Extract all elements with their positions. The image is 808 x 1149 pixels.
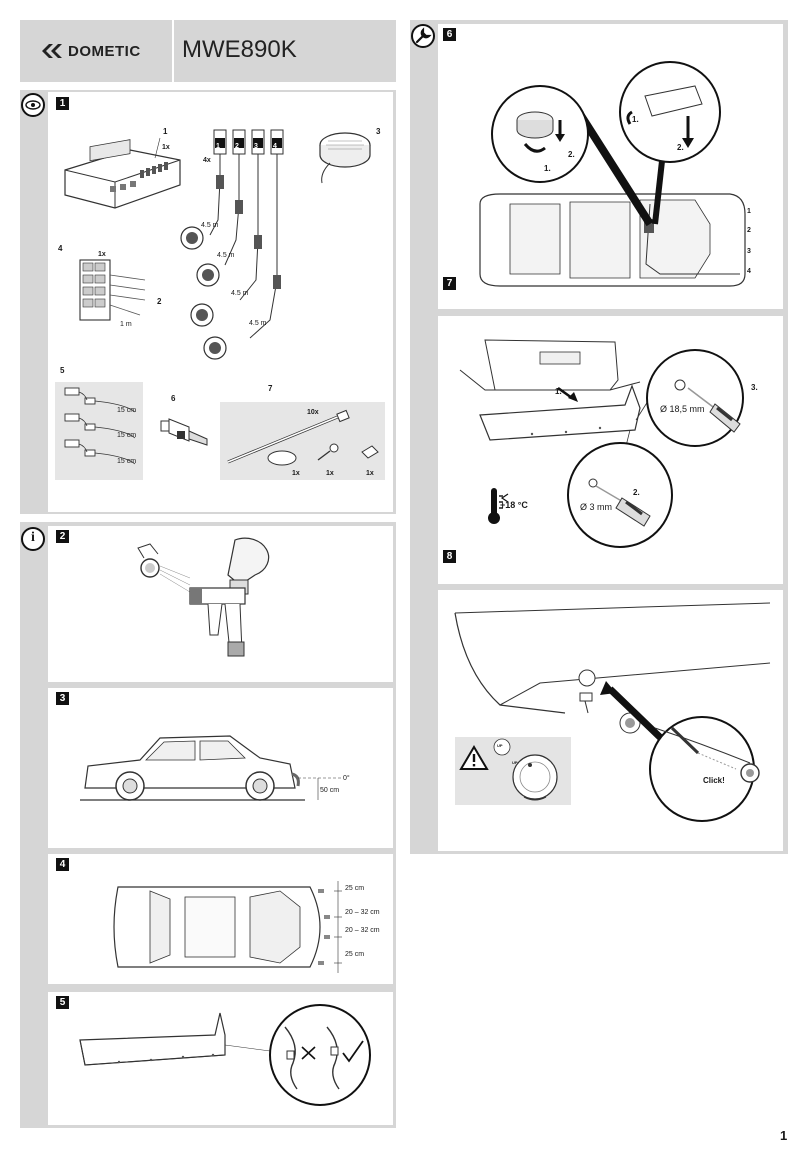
bumper-mounting-illustration (79, 1004, 371, 1106)
sensor-distance-1: 25 cm (345, 885, 365, 892)
part-2-qty: 4x (203, 157, 211, 164)
hole-diameter-small: Ø 3 mm (580, 502, 613, 512)
part-7-qty-a: 1x (292, 470, 300, 477)
sensor-cable-set-illustration (180, 129, 284, 360)
cable-length-d: 4.5 m (249, 320, 267, 327)
car-top-view-illustration (113, 881, 342, 973)
fig6-step-2: 2. (568, 150, 575, 159)
warning-triangle-icon (459, 745, 489, 770)
part-5-number: 5 (60, 366, 65, 375)
step-number-3: 3 (56, 692, 69, 705)
fig7-step-1: 1. (555, 387, 562, 396)
sensor-distance-2: 20 – 32 cm (345, 909, 380, 916)
dometic-logo-icon (42, 44, 62, 58)
sensor-distance-4: 25 cm (345, 951, 365, 958)
part-7-box (220, 402, 385, 480)
car-side-view-illustration (80, 735, 342, 801)
fig6-step-1b: 1. (632, 115, 639, 124)
fig6-step-1: 1. (544, 164, 551, 173)
part-7-qty-c: 1x (366, 470, 374, 477)
brand-header-box: DOMETIC (20, 20, 172, 82)
fig7-step-3: 3. (751, 383, 758, 392)
step-number-5: 5 (56, 996, 69, 1009)
model-header-box: MWE890K (174, 20, 396, 82)
cable-length-c: 4.5 m (231, 290, 249, 297)
step-number-6: 6 (443, 28, 456, 41)
page-number: 1 (780, 1128, 788, 1143)
cable-length-b: 4.5 m (217, 252, 235, 259)
route-label-1: 1 (747, 208, 751, 215)
eye-icon (21, 93, 45, 117)
plug-label-4: 4 (273, 143, 277, 150)
click-label: Click! (703, 776, 725, 785)
part-7-ties-qty: 10x (307, 409, 319, 416)
part-1-number: 1 (163, 127, 168, 136)
step-number-2: 2 (56, 530, 69, 543)
connector-block-illustration (79, 259, 146, 321)
sensor-insertion-illustration (454, 602, 771, 822)
step-number-4: 4 (56, 858, 69, 871)
plug-label-3: 3 (254, 143, 258, 150)
sensor-height-label: 50 cm (320, 787, 340, 794)
part-3-number: 3 (376, 127, 381, 136)
fig6-step-2b: 2. (677, 143, 684, 152)
unit-installation-illustration (479, 61, 746, 287)
extension-cable-illustration (64, 387, 136, 465)
step-number-8: 8 (443, 550, 456, 563)
hole-diameter-large: Ø 18,5 mm (660, 404, 705, 414)
info-icon: i (21, 527, 45, 551)
fig7-step-2: 2. (633, 488, 640, 497)
sensor-orientation-illustration (493, 738, 558, 801)
wrench-icon (411, 24, 435, 48)
part-7-number: 7 (268, 384, 273, 393)
plug-label-1: 1 (216, 143, 220, 150)
part-5-length-c: 15 cm (117, 458, 137, 465)
drill-adapter-illustration (160, 418, 208, 446)
cable-length-a: 4.5 m (201, 222, 219, 229)
part-4-qty: 1x (98, 251, 106, 258)
part-5-length-a: 15 cm (117, 407, 137, 414)
up-label-a: UP (497, 743, 503, 748)
display-unit-illustration (319, 132, 371, 184)
min-temperature-label: +18 °C (500, 500, 528, 510)
up-label-b: UP (512, 760, 518, 765)
brand-name: DOMETIC (68, 43, 141, 60)
route-label-2: 2 (747, 227, 751, 234)
step-number-7: 7 (443, 277, 456, 290)
part-4-number: 4 (58, 244, 63, 253)
route-label-4: 4 (747, 268, 751, 275)
route-label-3: 3 (747, 248, 751, 255)
sensor-distance-3: 20 – 32 cm (345, 927, 380, 934)
control-unit-illustration (64, 137, 181, 209)
part-4-cable-length: 1 m (120, 321, 132, 328)
model-title: MWE890K (182, 36, 297, 63)
accessory-kit-illustration (227, 409, 379, 466)
part-7-qty-b: 1x (326, 470, 334, 477)
step-number-1: 1 (56, 97, 69, 110)
bumper-drilling-illustration (459, 339, 744, 548)
part-6-number: 6 (171, 394, 176, 403)
spray-gun-illustration (137, 537, 270, 657)
part-2-number: 2 (157, 297, 162, 306)
part-5-box (55, 382, 143, 480)
sensor-angle-label: 0° (343, 775, 350, 782)
part-5-length-b: 15 cm (117, 432, 137, 439)
plug-label-2: 2 (235, 143, 239, 150)
part-1-qty: 1x (162, 144, 170, 151)
